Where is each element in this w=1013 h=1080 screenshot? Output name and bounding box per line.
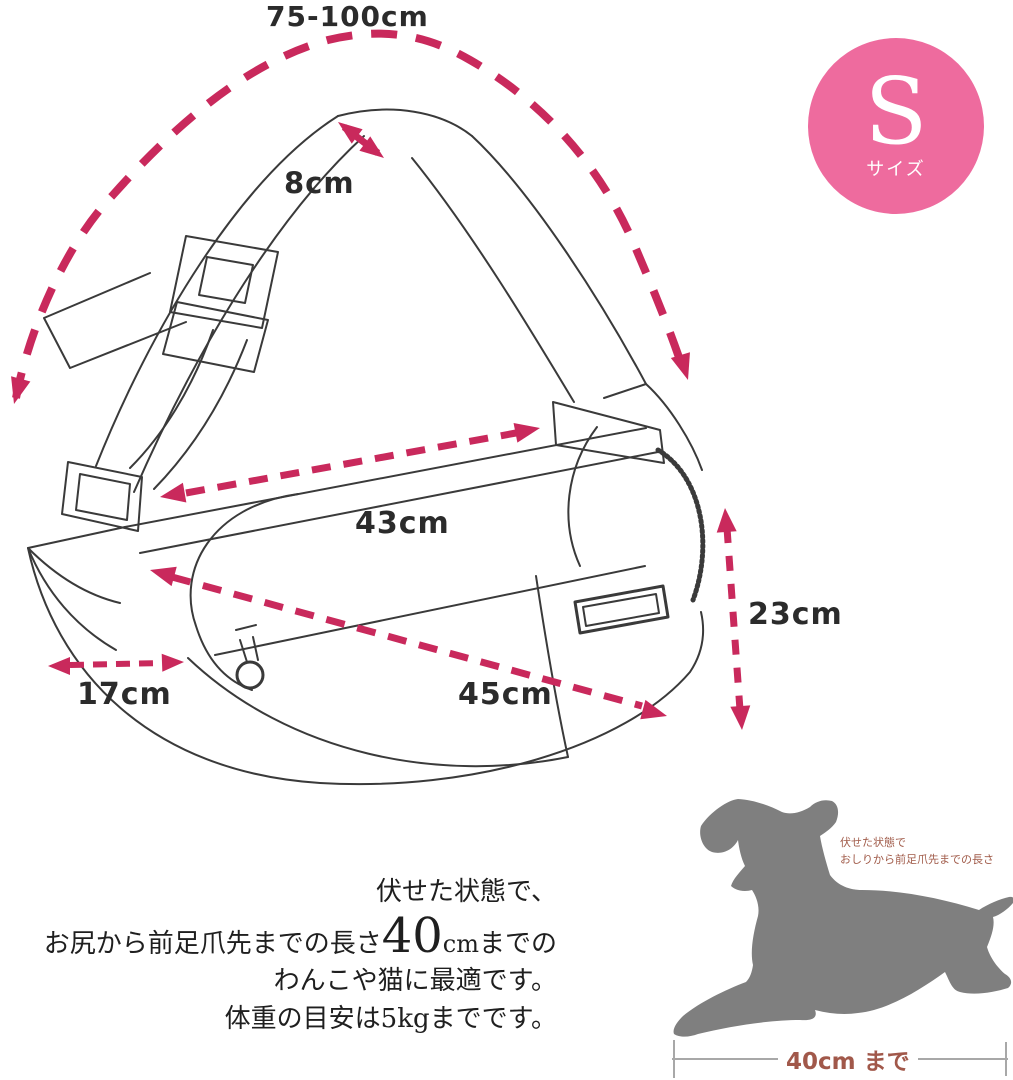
arrowhead — [338, 122, 363, 144]
arrowhead — [161, 653, 184, 672]
pocket-outer — [573, 584, 670, 635]
d-ring-inner — [75, 473, 131, 521]
description-line-2: お尻から前足爪先までの長さ40cmまでの — [44, 912, 557, 964]
bag-left-cap — [189, 493, 299, 691]
body-height-label: 23cm — [748, 597, 843, 632]
dog-dimension-label: 40cm まで — [778, 1042, 918, 1076]
arrow-line-43cm — [185, 429, 517, 497]
strap-to-ring-2 — [153, 339, 248, 490]
description-length-number: 40 — [381, 907, 443, 964]
description-line-2-prefix: お尻から前足爪先までの長さ — [43, 928, 382, 959]
bag-front-bottom — [187, 657, 569, 768]
arrow-line-45cm — [171, 573, 643, 710]
arrowhead — [48, 657, 70, 675]
zipper-ring — [235, 660, 265, 690]
arrowhead — [11, 376, 31, 404]
strap-width-label: 8cm — [284, 166, 355, 200]
arrowhead — [716, 508, 737, 533]
buckle-slide — [162, 301, 269, 373]
corner-flap — [603, 383, 703, 471]
arrowhead — [359, 136, 384, 158]
dog-note: 伏せた状態で おしりから前足爪先までの長さ — [840, 834, 994, 868]
bag-mid-seam — [567, 426, 598, 567]
arrowhead — [150, 566, 177, 587]
dog-note-line-2: おしりから前足爪先までの長さ — [840, 853, 994, 866]
arrowhead — [160, 482, 187, 503]
bag-rim-lower — [139, 451, 659, 554]
strap-right-outer — [471, 135, 647, 385]
strap-tail — [43, 272, 187, 369]
description-line-1: 伏せた状態で、 — [376, 877, 557, 907]
carrier-line-drawing — [27, 108, 706, 786]
d-ring-outer — [61, 461, 143, 532]
dog-note-line-1: 伏せた状態で — [840, 836, 906, 849]
buckle-inner — [198, 256, 254, 304]
arrowhead — [730, 705, 751, 730]
zipper-slider — [235, 624, 259, 663]
buckle-outer — [169, 235, 279, 329]
size-badge-letter: S — [864, 57, 928, 165]
arrowhead — [640, 699, 667, 720]
arrowhead — [513, 422, 540, 443]
bag-front-seam — [535, 575, 569, 758]
arrowhead — [670, 352, 690, 380]
measure-arrow-heads — [11, 122, 751, 730]
description-text: 伏せた状態で、 お尻から前足爪先までの長さ40cmまでの わんこや猫に最適です。… — [44, 874, 557, 1039]
description-line-3: わんこや猫に最適です。 — [273, 966, 557, 997]
description-line-4: 体重の目安は5kgまでです。 — [224, 1004, 557, 1035]
bag-roll-bottom — [214, 565, 646, 656]
body-length-label: 43cm — [355, 506, 450, 541]
bag-rim-top — [124, 427, 647, 528]
body-width-label: 17cm — [77, 677, 172, 712]
description-line-2-suffix: までの — [478, 928, 557, 959]
strap-to-ring-1 — [129, 329, 214, 469]
arrow-line-23cm — [723, 527, 744, 711]
bottom-length-label: 45cm — [458, 677, 553, 712]
bag-outer-bottom — [27, 547, 705, 786]
strap-outer-edge — [95, 115, 339, 467]
strap-right-inner — [411, 157, 575, 403]
bag-left-corner — [27, 526, 126, 651]
strap-attachment — [552, 401, 665, 464]
bag-right-cap — [655, 447, 706, 603]
size-badge: S サイズ — [808, 38, 984, 214]
pocket-inner — [582, 593, 660, 627]
arrow-line-17cm — [69, 660, 163, 668]
arrow-line-strap-length — [12, 29, 688, 399]
strap-apex-edge — [337, 108, 473, 137]
measure-arrow-lines — [12, 29, 744, 711]
strap-length-label: 75-100cm — [266, 0, 429, 33]
description-length-unit: cm — [442, 929, 479, 958]
dog-silhouette — [673, 799, 1013, 1037]
size-badge-word: サイズ — [866, 159, 926, 181]
size-badge-circle — [808, 38, 984, 214]
